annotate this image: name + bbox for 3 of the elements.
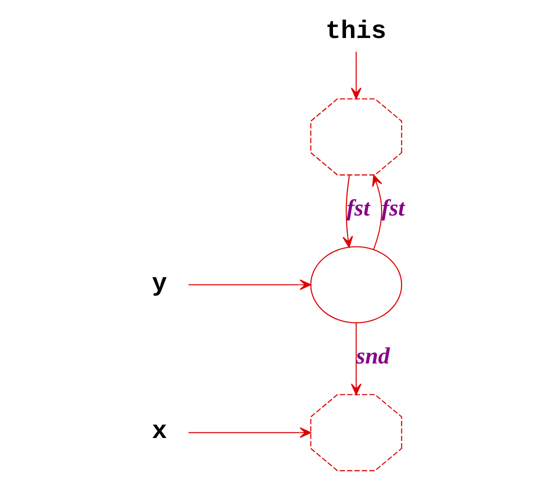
node-text: this (326, 16, 386, 46)
node-text: x (152, 416, 168, 446)
node-text: y (152, 268, 168, 298)
